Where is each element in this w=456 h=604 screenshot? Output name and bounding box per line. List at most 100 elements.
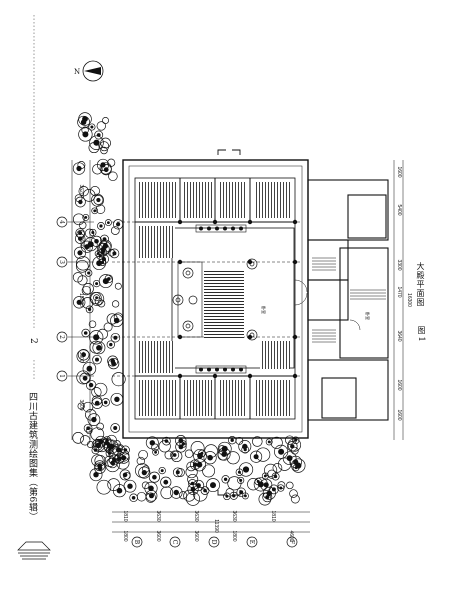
tree-canopy xyxy=(193,448,207,463)
dimension-label: 15880 xyxy=(78,293,84,307)
tree-canopy xyxy=(93,472,99,478)
figure-caption: 大殿平面图 xyxy=(416,262,425,307)
tree-canopy xyxy=(255,447,271,462)
tree-canopy xyxy=(266,490,273,497)
tree-canopy xyxy=(206,478,220,493)
tree-canopy xyxy=(289,489,298,498)
tree-canopy xyxy=(129,493,138,503)
tree-canopy xyxy=(93,294,101,302)
tree-canopy xyxy=(127,483,133,489)
tree-canopy xyxy=(185,491,201,506)
tree-canopy xyxy=(152,448,159,456)
tree-canopy xyxy=(242,443,248,450)
tree-canopy xyxy=(88,142,100,154)
tree-canopy xyxy=(95,442,102,449)
tree-canopy xyxy=(291,458,306,473)
grid-axis-bubble: F xyxy=(286,536,298,548)
tree-canopy xyxy=(144,481,158,495)
tree-canopy xyxy=(89,468,103,482)
tree-canopy xyxy=(117,456,122,461)
tree-canopy xyxy=(145,492,156,503)
tree-canopy xyxy=(109,342,113,347)
tree-canopy xyxy=(89,135,104,150)
tree-canopy xyxy=(162,436,171,446)
svg-text:4: 4 xyxy=(58,220,65,224)
svg-text:1: 1 xyxy=(58,374,65,378)
tree-canopy xyxy=(88,382,94,388)
tree-canopy xyxy=(77,161,86,169)
tree-canopy xyxy=(138,449,148,460)
tree-canopy xyxy=(99,162,112,175)
tree-canopy xyxy=(82,401,94,413)
tree-canopy xyxy=(274,474,278,479)
tree-canopy xyxy=(109,248,120,259)
tree-canopy xyxy=(113,426,118,430)
stairs xyxy=(312,257,386,343)
tree-canopy xyxy=(265,438,273,446)
tree-canopy xyxy=(135,463,150,478)
tree-canopy xyxy=(77,275,88,286)
tree-canopy xyxy=(103,439,116,452)
dimension-label: 3640 xyxy=(396,330,402,341)
tree-canopy xyxy=(101,398,110,407)
tree-canopy xyxy=(85,305,94,314)
tree-canopy xyxy=(80,435,91,446)
tree-canopy xyxy=(187,473,199,485)
tree-canopy xyxy=(91,454,104,467)
tree-canopy xyxy=(81,297,94,309)
svg-text:F: F xyxy=(288,540,295,544)
tree-canopy xyxy=(228,436,237,445)
tree-canopy xyxy=(102,117,109,124)
dimension-label: 1600 xyxy=(396,379,402,390)
tree-canopy xyxy=(94,400,100,406)
tree-canopy xyxy=(203,488,207,493)
tree-canopy xyxy=(200,486,210,495)
dimension-label: 1800 xyxy=(122,530,128,541)
tree-canopy xyxy=(82,375,88,381)
tree-canopy xyxy=(104,219,112,227)
tree-canopy xyxy=(91,438,105,452)
tree-canopy xyxy=(72,432,85,444)
tree-canopy xyxy=(164,439,169,443)
tree-canopy xyxy=(88,307,92,311)
tree-canopy xyxy=(164,450,174,460)
tree-canopy xyxy=(202,464,216,478)
tree-canopy xyxy=(158,440,171,453)
tree-canopy xyxy=(173,489,179,496)
dimension-label: 1810 xyxy=(270,510,276,521)
right-dimension-lines xyxy=(393,160,404,440)
tree-canopy xyxy=(84,216,88,219)
tree-canopy xyxy=(96,479,112,495)
tree-canopy xyxy=(77,402,85,410)
columns xyxy=(177,219,298,379)
tree-canopy xyxy=(111,372,126,387)
tree-canopy xyxy=(175,435,187,447)
tree-canopy xyxy=(292,464,300,472)
tree-canopy xyxy=(116,222,121,227)
tree-canopy xyxy=(136,456,145,466)
tree-canopy xyxy=(152,474,157,480)
tree-canopy xyxy=(72,213,85,226)
tree-canopy xyxy=(239,490,244,495)
tree-canopy xyxy=(123,479,137,493)
tree-canopy xyxy=(107,357,120,370)
central-paving xyxy=(204,270,244,340)
tree-canopy xyxy=(178,438,184,444)
tree-canopy xyxy=(91,395,103,406)
tree-canopy xyxy=(218,445,226,453)
dimension-label: 3500 xyxy=(78,351,84,362)
tree-canopy xyxy=(89,330,104,345)
tree-canopy xyxy=(106,340,115,349)
tree-canopy xyxy=(257,481,264,488)
tree-canopy xyxy=(92,354,102,365)
dimension-label: 1600 xyxy=(396,409,402,420)
book-title: 四川古建筑测绘图集（第6辑） xyxy=(27,392,37,522)
page-number: 2 xyxy=(28,338,38,344)
tree-canopy xyxy=(107,355,119,367)
tree-canopy xyxy=(242,466,250,473)
tree-canopy xyxy=(107,277,111,281)
tree-canopy xyxy=(217,447,231,461)
dimension-label: 1470 xyxy=(396,286,402,297)
